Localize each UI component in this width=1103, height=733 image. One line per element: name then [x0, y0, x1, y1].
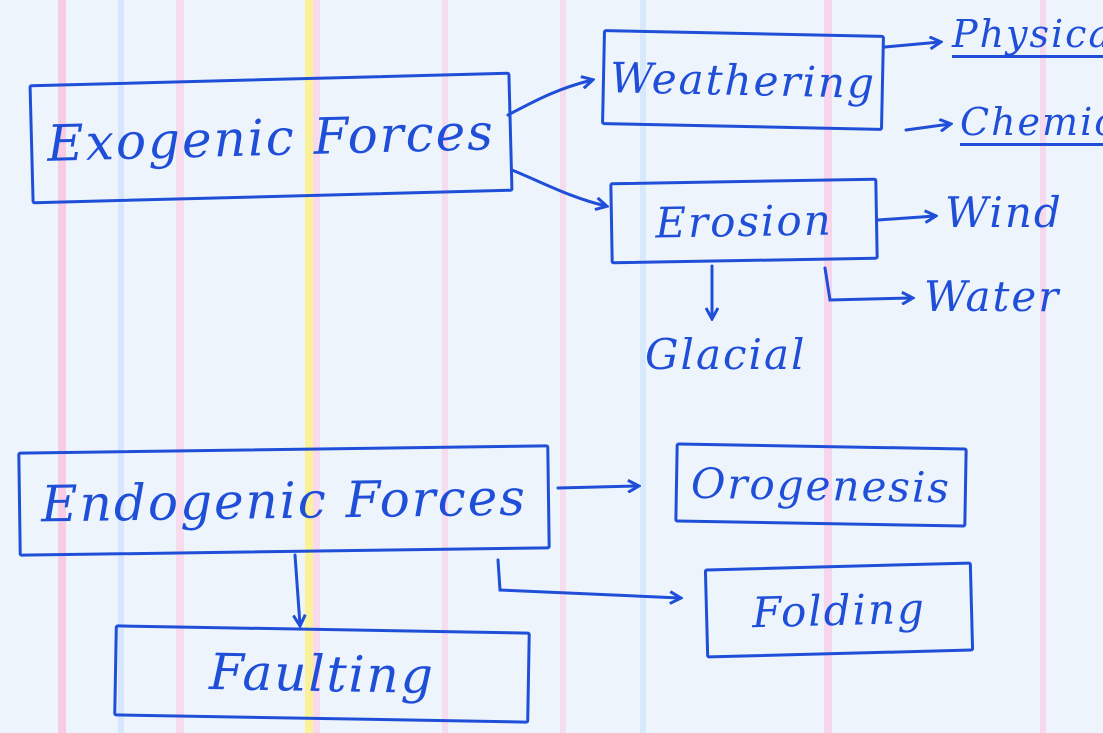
edge-endogenic-folding — [496, 558, 680, 598]
node-weathering: Weathering — [601, 29, 885, 131]
node-erosion: Erosion — [609, 177, 879, 265]
node-faulting-label: Faulting — [208, 643, 436, 705]
edge-exogenic-weathering — [506, 80, 592, 117]
edge-endogenic-orogenesis — [556, 486, 638, 488]
edge-weathering-physical — [883, 42, 940, 47]
node-endogenic-forces: Endogenic Forces — [17, 444, 551, 557]
node-faulting: Faulting — [113, 624, 531, 724]
node-orogenesis-label: Orogenesis — [690, 458, 952, 512]
node-endogenic-label: Endogenic Forces — [40, 468, 528, 533]
node-chemical: Chemical — [960, 100, 1103, 144]
node-glacial: Glacial — [645, 330, 807, 379]
node-wind: Wind — [945, 188, 1063, 237]
node-weathering-label: Weathering — [609, 52, 877, 108]
node-folding-label: Folding — [751, 583, 927, 637]
edge-exogenic-erosion — [510, 168, 606, 206]
node-orogenesis: Orogenesis — [674, 442, 968, 528]
node-exogenic-label: Exogenic Forces — [46, 103, 496, 173]
edge-weathering-chemical — [904, 124, 950, 130]
node-erosion-label: Erosion — [654, 194, 834, 248]
node-physical: Physical — [952, 12, 1103, 56]
node-folding: Folding — [703, 561, 975, 659]
edge-erosion-water — [823, 266, 912, 300]
edge-endogenic-faulting — [295, 553, 300, 625]
edge-erosion-wind — [876, 216, 935, 220]
node-exogenic-forces: Exogenic Forces — [28, 71, 514, 205]
node-water: Water — [924, 272, 1061, 321]
